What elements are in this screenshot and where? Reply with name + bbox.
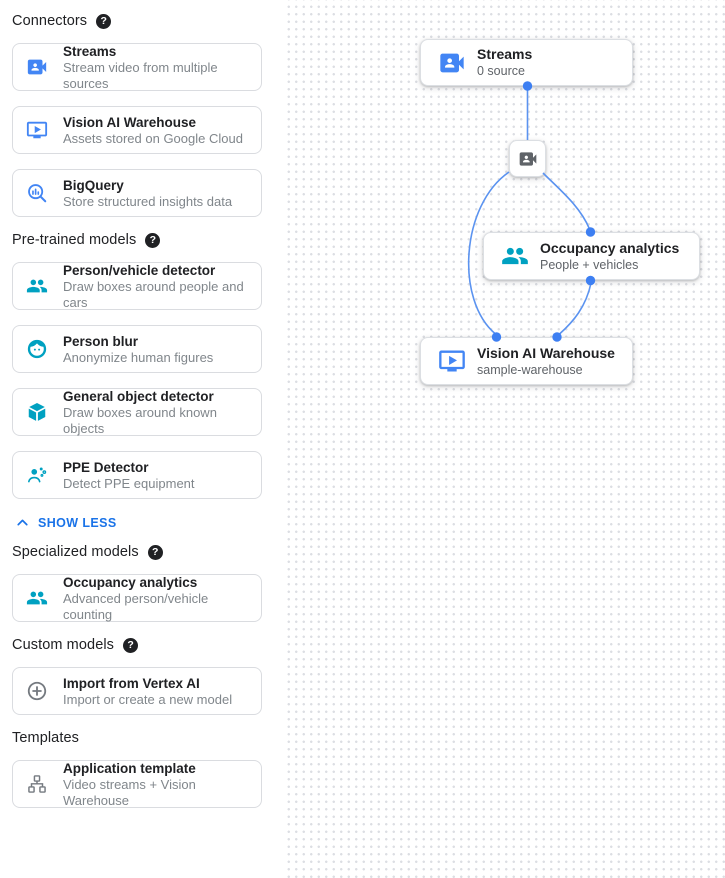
people-icon [501, 242, 529, 270]
connection-port[interactable] [522, 81, 533, 91]
add-circle-icon [26, 680, 48, 702]
card-title: Import from Vertex AI [63, 675, 200, 691]
section-header-templates: Templates [12, 730, 262, 747]
sidebar-card-person-blur[interactable]: Person blur Anonymize human figures [12, 325, 262, 373]
people-icon [26, 275, 48, 297]
section-title: Pre-trained models [12, 232, 137, 248]
card-title: PPE Detector [63, 459, 149, 475]
smart-display-icon [26, 119, 48, 141]
person-with-ppe-icon [26, 464, 48, 486]
card-subtitle: Store structured insights data [63, 193, 233, 209]
video-camera-icon [518, 149, 538, 169]
card-subtitle: Draw boxes around people and cars [63, 278, 244, 310]
sidebar-card-general-object-detector[interactable]: General object detector Draw boxes aroun… [12, 388, 262, 436]
node-title: Vision AI Warehouse [477, 344, 615, 361]
sidebar-card-bigquery[interactable]: BigQuery Store structured insights data [12, 169, 262, 217]
card-title: Person/vehicle detector [63, 262, 216, 278]
people-icon [26, 587, 48, 609]
connection-port[interactable] [552, 332, 562, 342]
card-subtitle: Anonymize human figures [63, 349, 214, 365]
flow-canvas[interactable]: Streams 0 source Occupancy analytics Peo… [283, 0, 725, 878]
card-subtitle: Advanced person/vehicle counting [63, 590, 209, 622]
section-title: Specialized models [12, 544, 139, 560]
video-camera-icon [26, 56, 48, 78]
smart-display-icon [438, 347, 466, 375]
node-title: Streams [477, 46, 533, 62]
help-icon[interactable]: ? [147, 545, 163, 560]
hierarchy-icon [26, 773, 48, 795]
node-occupancy-analytics[interactable]: Occupancy analytics People + vehicles [483, 232, 700, 280]
sidebar-card-vision-ai-warehouse[interactable]: Vision AI Warehouse Assets stored on Goo… [12, 106, 262, 154]
card-subtitle: Stream video from multiple sources [63, 59, 218, 91]
section-title: Custom models [12, 637, 115, 653]
edge-source-to-occupancy [542, 172, 591, 230]
section-title: Connectors [12, 13, 88, 29]
connection-port[interactable] [585, 227, 596, 237]
chevron-up-icon [14, 514, 31, 531]
section-header-custom-models: Custom models ? [12, 637, 262, 654]
card-title: Person blur [63, 333, 139, 349]
components-sidebar: Connectors ? Streams Stream video from m… [0, 0, 283, 878]
node-stream-source[interactable] [509, 140, 546, 177]
node-subtitle: sample-warehouse [477, 362, 583, 377]
node-title: Occupancy analytics [540, 239, 680, 256]
card-subtitle: Assets stored on Google Cloud [63, 130, 243, 146]
node-subtitle: People + vehicles [540, 257, 639, 272]
show-less-button[interactable]: SHOW LESS [14, 514, 262, 531]
help-icon[interactable]: ? [145, 233, 161, 248]
node-subtitle: 0 source [477, 64, 525, 78]
bigquery-icon [26, 182, 48, 204]
node-streams[interactable]: Streams 0 source [420, 39, 633, 86]
sidebar-card-ppe-detector[interactable]: PPE Detector Detect PPE equipment [12, 451, 262, 499]
node-vision-ai-warehouse[interactable]: Vision AI Warehouse sample-warehouse [420, 337, 633, 385]
flow-edges [467, 81, 596, 342]
sidebar-card-streams[interactable]: Streams Stream video from multiple sourc… [12, 43, 262, 91]
card-subtitle: Detect PPE equipment [63, 475, 195, 491]
face-icon [26, 338, 48, 360]
cube-icon [26, 401, 48, 423]
section-header-connectors: Connectors ? [12, 13, 262, 30]
show-less-label: SHOW LESS [38, 515, 117, 530]
sidebar-card-import-from-vertex-ai[interactable]: Import from Vertex AI Import or create a… [12, 667, 262, 715]
card-subtitle: Draw boxes around known objects [63, 404, 217, 436]
section-title: Templates [12, 730, 79, 746]
card-title: Occupancy analytics [63, 574, 198, 590]
video-camera-icon [438, 49, 466, 77]
sidebar-card-application-template[interactable]: Application template Video streams + Vis… [12, 760, 262, 808]
sidebar-card-person-vehicle-detector[interactable]: Person/vehicle detector Draw boxes aroun… [12, 262, 262, 310]
card-title: Vision AI Warehouse [63, 114, 197, 130]
card-title: Application template [63, 760, 196, 776]
card-title: Streams [63, 43, 117, 59]
card-title: General object detector [63, 388, 214, 404]
card-title: BigQuery [63, 177, 124, 193]
connection-port[interactable] [491, 332, 502, 342]
edge-occupancy-to-warehouse [558, 282, 592, 335]
sidebar-card-occupancy-analytics[interactable]: Occupancy analytics Advanced person/vehi… [12, 574, 262, 622]
help-icon[interactable]: ? [123, 638, 139, 653]
connection-port[interactable] [585, 275, 596, 286]
section-header-pretrained-models: Pre-trained models ? [12, 232, 262, 249]
card-subtitle: Import or create a new model [63, 691, 233, 707]
section-header-specialized-models: Specialized models ? [12, 544, 262, 561]
card-subtitle: Video streams + Vision Warehouse [63, 776, 196, 808]
help-icon[interactable]: ? [96, 14, 112, 29]
